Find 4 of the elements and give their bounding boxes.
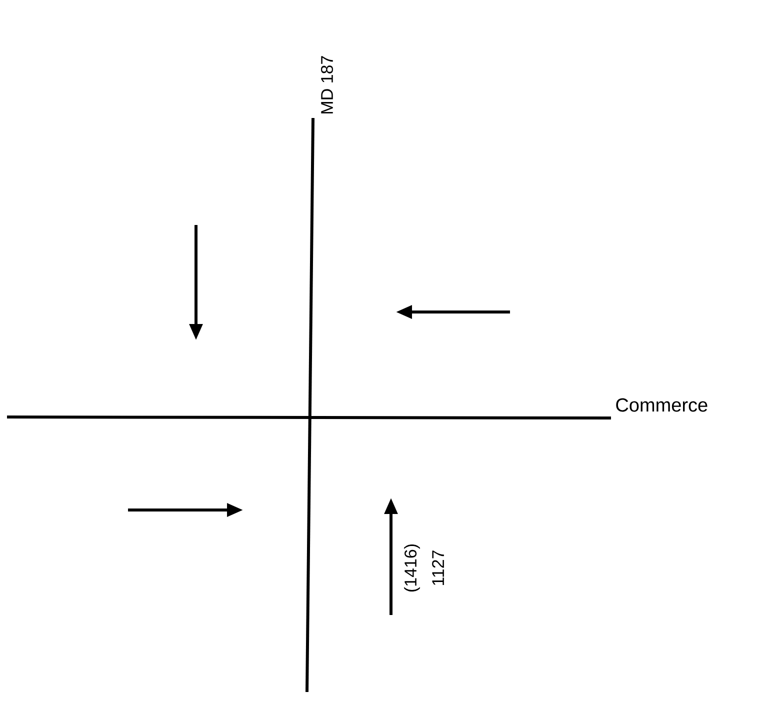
road-label: MD 187 — [320, 56, 334, 114]
road-label: Commerce — [616, 398, 708, 412]
volume-label: (1416) — [404, 544, 420, 592]
volume-label: 1127 — [432, 550, 444, 585]
